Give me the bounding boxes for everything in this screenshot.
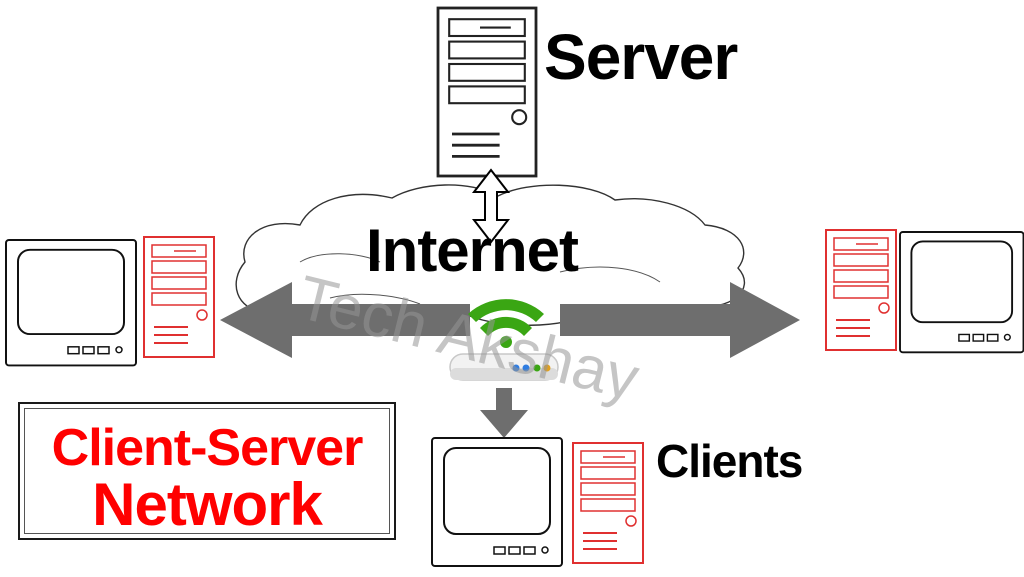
client-right-monitor-icon bbox=[899, 231, 1024, 354]
left-arrow-icon bbox=[220, 282, 470, 358]
server-tower-icon bbox=[436, 6, 538, 178]
router-icon bbox=[449, 299, 559, 381]
client-left-tower-icon bbox=[143, 236, 215, 358]
wifi-signal-icon bbox=[468, 299, 544, 322]
cloud-contour bbox=[299, 253, 661, 305]
title-box: Client-Server Network bbox=[18, 402, 396, 540]
client-left-monitor-icon bbox=[5, 239, 137, 367]
down-arrow-icon bbox=[480, 388, 528, 438]
client-bottom-monitor-icon bbox=[431, 437, 563, 567]
double-arrow-icon bbox=[471, 168, 511, 244]
client-right-tower-icon bbox=[825, 229, 897, 351]
internet-label: Internet bbox=[366, 217, 579, 284]
clients-label: Clients bbox=[656, 435, 803, 487]
title-line-2: Network bbox=[92, 471, 323, 538]
right-arrow-icon bbox=[560, 282, 800, 358]
title-line-1: Client-Server bbox=[51, 419, 364, 477]
server-label: Server bbox=[544, 21, 738, 93]
client-bottom-tower-icon bbox=[572, 442, 644, 564]
